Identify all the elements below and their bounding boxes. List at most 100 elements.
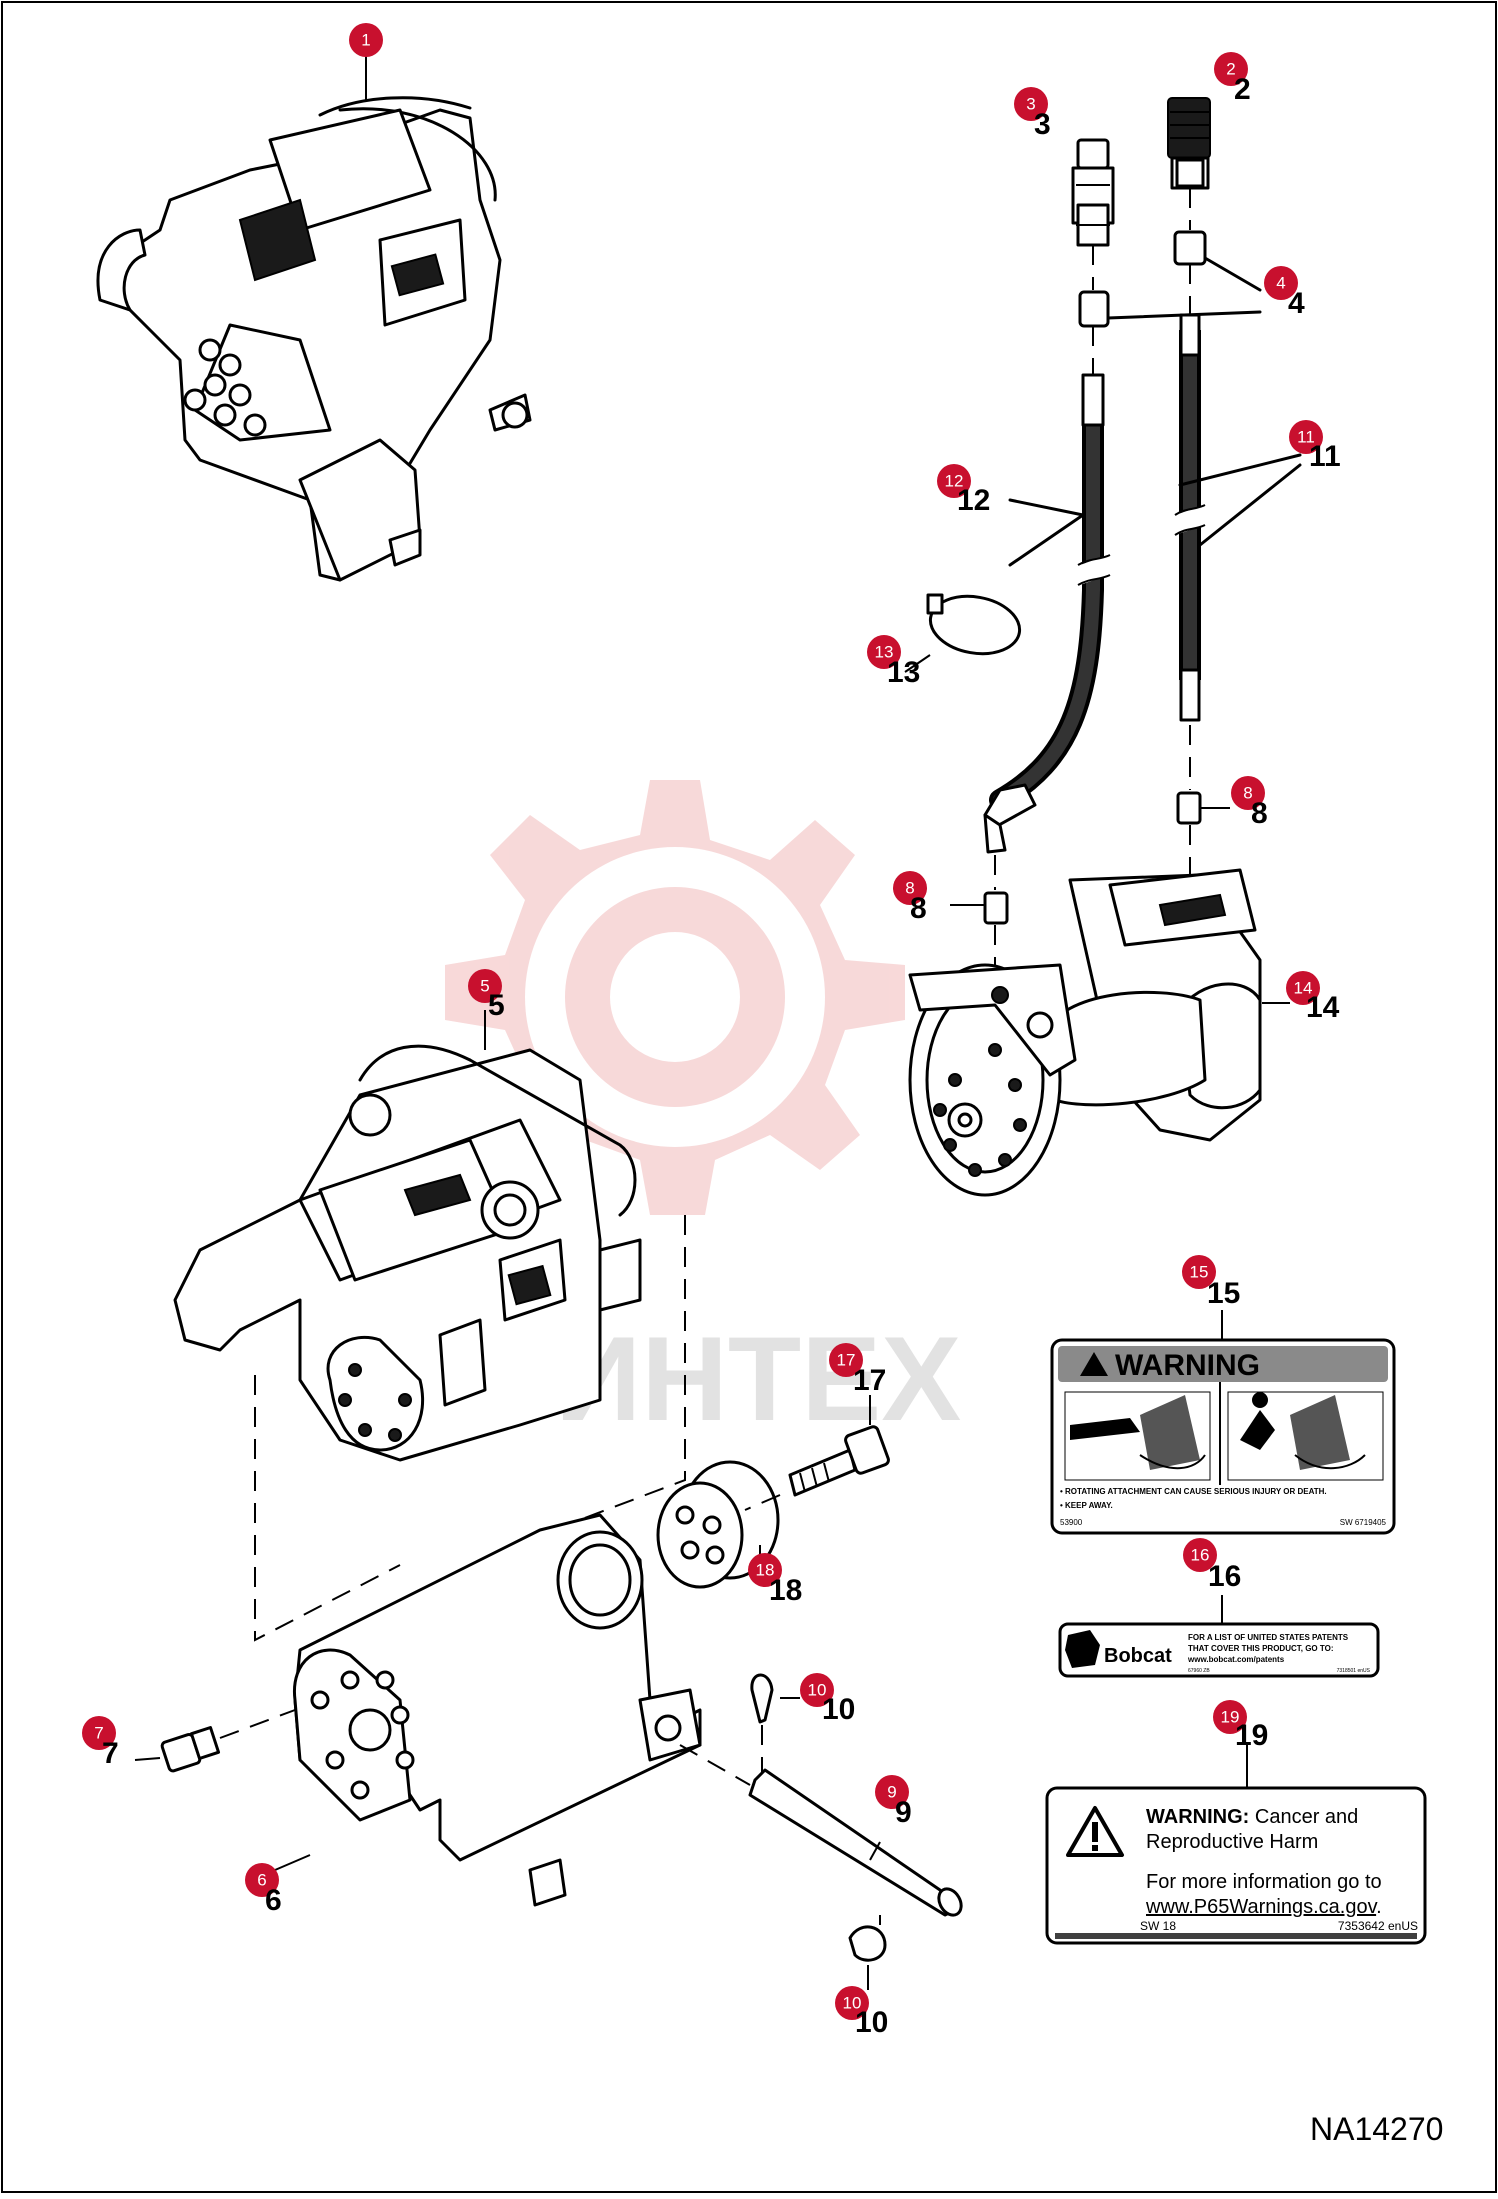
callout-11: 11 11 (1289, 420, 1341, 473)
callout-17-label: 17 (853, 1364, 886, 1397)
callout-4-label: 4 (1288, 287, 1305, 320)
drawing-code: NA14270 (1310, 2111, 1443, 2147)
callout-14-label: 14 (1306, 991, 1340, 1024)
callout-18-label: 18 (769, 1574, 802, 1607)
part-12-hose (983, 373, 1111, 854)
callout-10a: 10 10 (800, 1673, 855, 1726)
callout-9: 9 9 (875, 1775, 912, 1829)
callout-6: 6 6 (245, 1854, 311, 1917)
part-2-coupler (1167, 97, 1211, 190)
callout-5-bubble: 5 (480, 977, 489, 996)
callout-6-label: 6 (265, 1884, 282, 1917)
decal-19-prop65: WARNING: Cancer and Reproductive Harm Fo… (1045, 1742, 1427, 1945)
callout-15: 15 15 (1182, 1255, 1240, 1310)
callout-8a-bubble: 8 (905, 879, 914, 898)
callout-14: 14 14 (1286, 971, 1340, 1024)
callout-8a-label: 8 (910, 892, 927, 925)
callout-15-label: 15 (1207, 1277, 1240, 1310)
callout-10b: 10 10 (835, 1986, 888, 2039)
warning-triangle-icon (1080, 1352, 1108, 1376)
part-6-frame (292, 1513, 702, 1907)
callout-7: 7 7 (82, 1716, 119, 1770)
decal-19-barcode (1055, 1933, 1417, 1939)
callout-4-bubble: 4 (1276, 274, 1285, 293)
callout-17: 17 17 (829, 1343, 886, 1397)
decal-15-code-right: SW 6719405 (1340, 1518, 1387, 1527)
callout-16-bubble: 16 (1191, 1546, 1210, 1565)
callout-8b-bubble: 8 (1243, 784, 1252, 803)
decal-16-code-right: 7318501 enUS (1337, 1668, 1371, 1674)
part-1-assembly (96, 96, 532, 582)
part-4-adapter (1078, 230, 1262, 328)
decal-19-link: www.P65Warnings.ca.gov. (1145, 1896, 1382, 1918)
callout-18-bubble: 18 (756, 1561, 775, 1580)
callout-17-bubble: 17 (837, 1351, 856, 1370)
callout-8b: 8 8 (1231, 776, 1268, 830)
callout-10b-bubble: 10 (843, 1994, 862, 2013)
callout-16-label: 16 (1208, 1560, 1241, 1593)
part-3-coupler (1071, 138, 1115, 247)
callout-10a-label: 10 (822, 1693, 855, 1726)
callout-5: 5 5 (468, 969, 505, 1050)
callout-8a: 8 8 (893, 871, 927, 925)
callout-12: 12 12 (937, 464, 990, 517)
decal-19-line3: For more information go to (1146, 1871, 1382, 1893)
callout-13-label: 13 (887, 656, 920, 689)
callout-19-bubble: 19 (1221, 1708, 1240, 1727)
callout-2-bubble: 2 (1226, 60, 1235, 79)
callout-13: 13 13 (867, 635, 920, 689)
decal-19-code-left: SW 18 (1140, 1919, 1176, 1933)
callout-3-bubble: 3 (1026, 95, 1035, 114)
callout-3-label: 3 (1034, 108, 1051, 141)
decal-19-code-right: 7353642 enUS (1338, 1919, 1418, 1933)
callout-7-bubble: 7 (94, 1724, 103, 1743)
callout-9-bubble: 9 (887, 1783, 896, 1802)
decal-19-line2: Reproductive Harm (1146, 1831, 1318, 1853)
callout-3: 3 3 (1014, 87, 1051, 141)
callout-18: 18 18 (748, 1553, 802, 1607)
callout-15-bubble: 15 (1190, 1263, 1209, 1282)
part-7-bolt (134, 1709, 296, 1773)
watermark-text: ИНТЕХ (555, 1312, 961, 1446)
decal-16-patents: Bobcat FOR A LIST OF UNITED STATES PATEN… (1058, 1595, 1380, 1678)
callout-12-bubble: 12 (945, 472, 964, 491)
callout-16: 16 16 (1183, 1538, 1241, 1593)
decal-15-line1: • ROTATING ATTACHMENT CAN CAUSE SERIOUS … (1060, 1487, 1327, 1496)
decal-16-text1: FOR A LIST OF UNITED STATES PATENTS (1188, 1633, 1349, 1642)
callout-10b-label: 10 (855, 2006, 888, 2039)
part-18-puck (656, 1460, 780, 1589)
callout-1: 1 (349, 23, 383, 100)
callout-12-label: 12 (957, 484, 990, 517)
callout-11-bubble: 11 (1297, 428, 1315, 447)
callout-2-label: 2 (1234, 73, 1251, 106)
decal-15-code-left: 53900 (1060, 1518, 1083, 1527)
part-5-assembly (173, 1044, 642, 1462)
part-11-hose (1174, 313, 1206, 722)
callout-6-bubble: 6 (257, 1871, 266, 1890)
decal-19-heading: WARNING: Cancer and (1146, 1806, 1358, 1828)
decal-16-text3: www.bobcat.com/patents (1187, 1655, 1285, 1664)
decal-15-header: WARNING (1115, 1349, 1260, 1382)
part-10-clip-bottom (848, 1915, 887, 1990)
callout-19: 19 19 (1213, 1700, 1268, 1752)
callout-11-label: 11 (1309, 440, 1341, 473)
part-10-clip-top (750, 1673, 800, 1724)
callout-8b-label: 8 (1251, 797, 1268, 830)
part-9-pin (748, 1768, 963, 1917)
callout-5-label: 5 (488, 989, 505, 1022)
decal-16-brand: Bobcat (1104, 1645, 1172, 1667)
part-17-bolt (788, 1395, 890, 1497)
callout-19-label: 19 (1235, 1719, 1268, 1752)
callout-4: 4 4 (1264, 266, 1305, 320)
decal-16-text2: THAT COVER THIS PRODUCT, GO TO: (1188, 1644, 1333, 1653)
callout-13-bubble: 13 (875, 643, 894, 662)
part-13-cable-tie (904, 593, 1022, 673)
decal-15-warning: WARNING • ROTATING ATTACHMENT CAN CAUSE … (1050, 1310, 1396, 1535)
decal-15-line2: • KEEP AWAY. (1060, 1501, 1113, 1510)
callout-9-label: 9 (895, 1796, 912, 1829)
callout-7-label: 7 (102, 1737, 119, 1770)
part-14-motor (908, 868, 1262, 1197)
callout-10a-bubble: 10 (808, 1681, 827, 1700)
